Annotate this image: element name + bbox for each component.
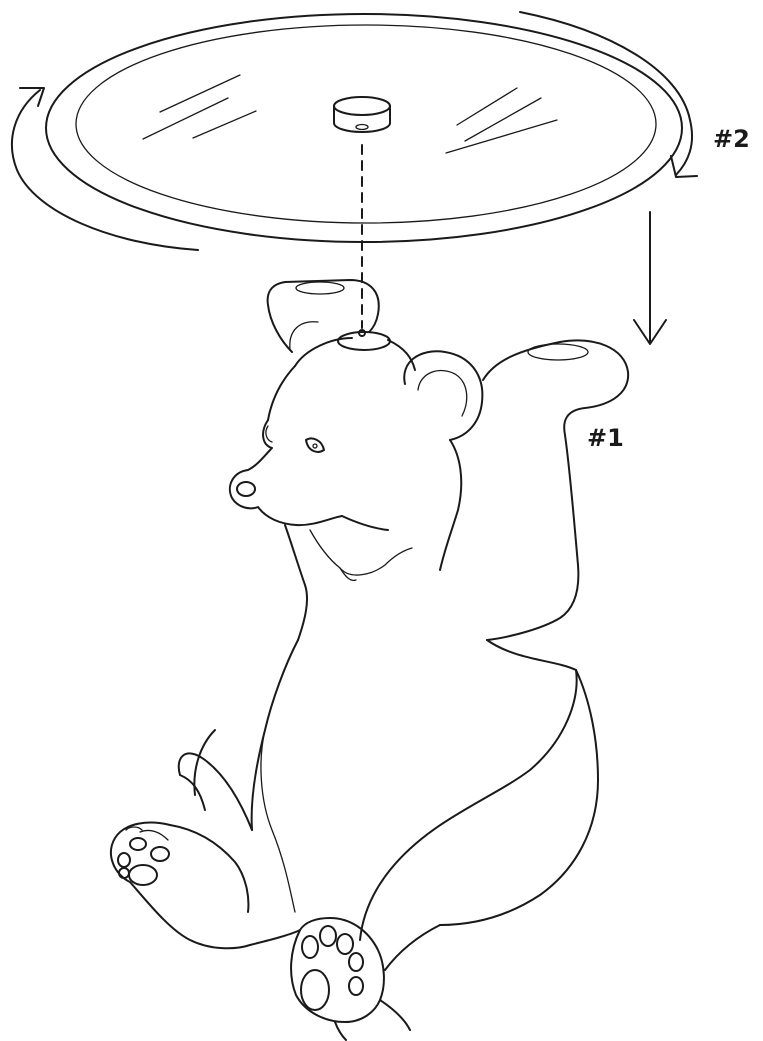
- mounting-puck: [334, 97, 390, 132]
- step-1-label: #1: [587, 426, 624, 450]
- glass-table-top: [46, 14, 682, 242]
- down-arrow-icon: [634, 212, 666, 344]
- bear-sculpture: [111, 280, 628, 1040]
- step-2-label: #2: [713, 127, 750, 151]
